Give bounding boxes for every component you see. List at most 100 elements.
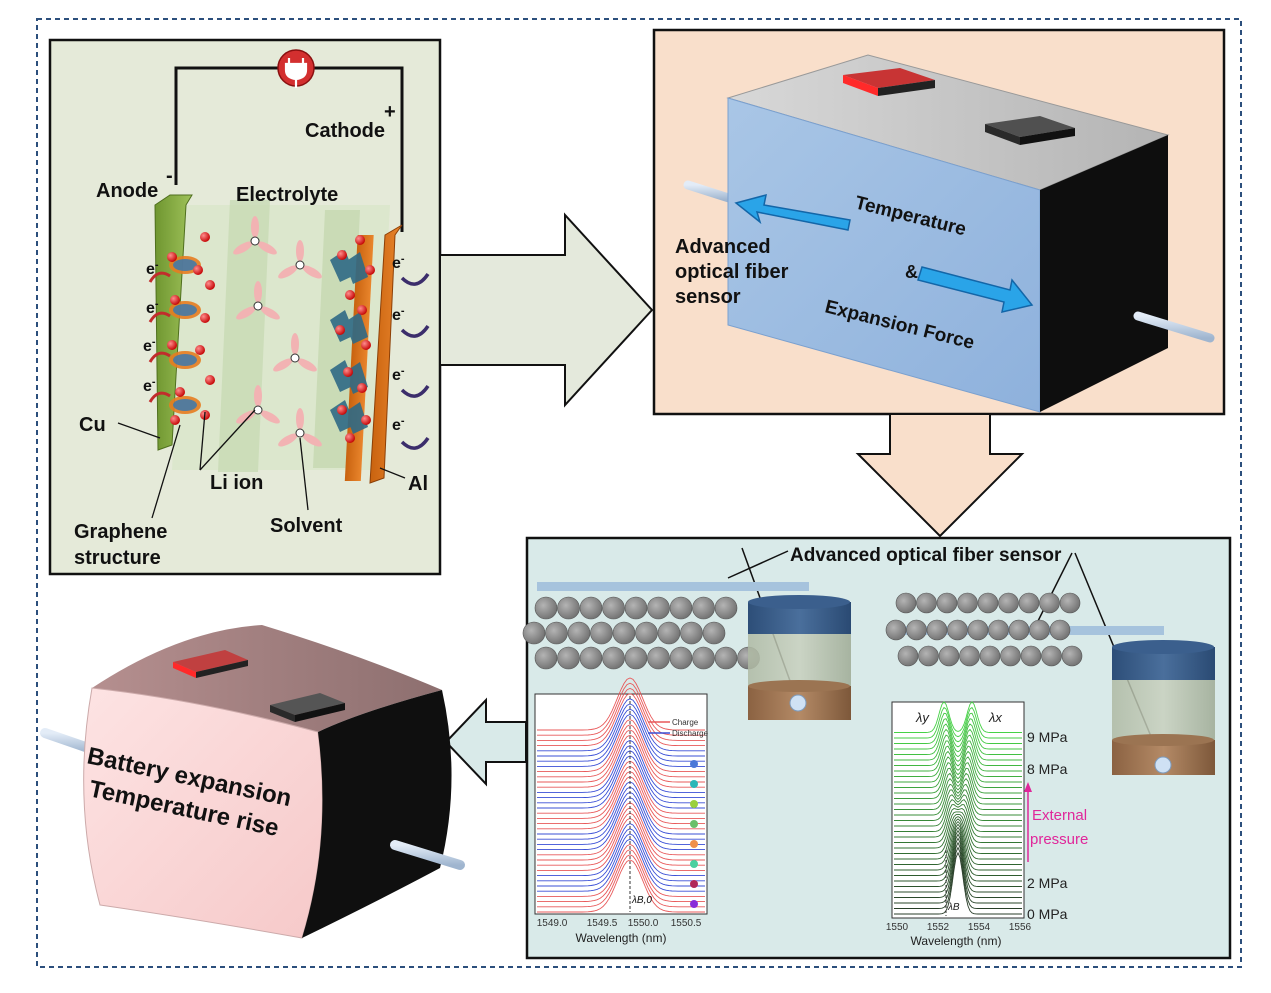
pressure-spectrum-line bbox=[894, 723, 1022, 755]
pressure-spectrum-line bbox=[894, 762, 1022, 794]
fbg-state-dot bbox=[690, 780, 698, 788]
electrode-particle bbox=[579, 596, 603, 620]
fbg-spectrum-line bbox=[537, 838, 705, 892]
graphene-structures bbox=[169, 256, 201, 414]
electron-label: e- bbox=[146, 298, 159, 317]
electrode-particle bbox=[702, 621, 726, 645]
fbg-spectrum-curves bbox=[537, 677, 705, 913]
fbg-spectrum-chart: Charge Discharge λB,0 1549.0 1549.5 1550… bbox=[534, 677, 709, 945]
electrode-particle bbox=[602, 596, 625, 620]
sensor-battery-panel: Temperature & Expansion Force Advanced o… bbox=[652, 28, 1226, 416]
fbg-spectrum-line bbox=[537, 682, 705, 736]
pressure-spectrum-line bbox=[894, 811, 1022, 849]
negative-terminal bbox=[985, 116, 1075, 145]
pressure-spectrum-line bbox=[894, 706, 1022, 739]
pressure-spectrum-curves bbox=[894, 701, 1022, 915]
pressure-spectrum-line bbox=[894, 823, 1022, 876]
fiber-right-swollen bbox=[390, 840, 465, 870]
electrode-particle bbox=[624, 596, 648, 620]
electron-label: e- bbox=[392, 365, 405, 384]
fbg-spectrum-line bbox=[537, 854, 705, 908]
pressure-xticks: 1550 1552 1554 1556 bbox=[886, 922, 1032, 933]
temperature-arrow bbox=[734, 193, 851, 231]
electrode-particle bbox=[967, 619, 989, 641]
fbg-state-dot bbox=[690, 900, 698, 908]
swollen-negative-terminal bbox=[270, 693, 345, 722]
pressure-spectrum-line bbox=[894, 816, 1022, 860]
electrode-particle bbox=[979, 645, 1001, 667]
pressure-spectrum-line bbox=[894, 818, 1022, 865]
pressure-spectrum-line bbox=[894, 728, 1022, 761]
fbg-xtick: 1550.0 bbox=[628, 918, 659, 929]
lambda-b-label: λB bbox=[947, 902, 960, 913]
pressure-xtick: 1550 bbox=[886, 922, 909, 933]
pressure-spectrum-line bbox=[894, 756, 1022, 788]
electrode-particles-right bbox=[885, 592, 1083, 667]
external-label-1: External bbox=[1032, 807, 1087, 824]
pressure-spectrum-line bbox=[894, 734, 1022, 766]
electrode-particle bbox=[567, 621, 591, 645]
electron-label: e- bbox=[392, 415, 405, 434]
electrode-particle bbox=[669, 646, 693, 670]
swollen-battery: Battery expansion Temperature rise bbox=[40, 625, 465, 939]
electrolyte-label: Electrolyte bbox=[236, 184, 338, 206]
pressure-spectrum-line bbox=[894, 783, 1022, 816]
electrode-particle bbox=[612, 621, 636, 645]
fbg-spectrum-line bbox=[537, 703, 705, 757]
fbg-state-dot bbox=[690, 840, 698, 848]
battery-side-face bbox=[1040, 135, 1168, 412]
pressure-spectrum-line bbox=[894, 712, 1022, 744]
fbg-legend-charge: Charge bbox=[672, 718, 699, 727]
anode-sign: - bbox=[166, 165, 173, 187]
fbg-spectrum-line bbox=[537, 771, 705, 825]
electrode-particle bbox=[647, 596, 670, 620]
sensor-cylinder-2 bbox=[1112, 640, 1215, 775]
flow-arrow-left bbox=[444, 697, 527, 787]
electrode-particle bbox=[959, 645, 980, 667]
fbg-spectrum-line bbox=[537, 760, 705, 814]
fbg-spectrum-line bbox=[537, 729, 705, 783]
pressure-spectrum-line bbox=[894, 750, 1022, 783]
solvent-label: Solvent bbox=[270, 515, 343, 537]
fbg-spectrum-line bbox=[537, 765, 705, 819]
pressure-spectrum-line bbox=[894, 829, 1022, 887]
swollen-side-face bbox=[302, 690, 452, 938]
ampersand-label: & bbox=[905, 262, 918, 282]
pressure-spectrum-line bbox=[894, 813, 1022, 854]
electron-label: e- bbox=[143, 336, 156, 355]
fbg-spectrum-line bbox=[537, 791, 705, 845]
pressure-spectrum-line bbox=[894, 846, 1022, 909]
pressure-spectrum-line bbox=[894, 851, 1022, 915]
fbg-spectrum-line bbox=[537, 739, 705, 793]
electrode-particle bbox=[534, 646, 558, 670]
electrode-particle bbox=[895, 592, 917, 614]
fbg-spectrum-line bbox=[537, 781, 705, 835]
electrode-particle bbox=[998, 592, 1019, 614]
electrode-particle bbox=[957, 592, 978, 614]
cathode-electron-arrows bbox=[400, 272, 430, 450]
electrode-particle bbox=[714, 646, 738, 670]
fbg-spectrum-line bbox=[537, 812, 705, 866]
fiber-right bbox=[1133, 311, 1215, 343]
sensor-cylinder-1 bbox=[748, 595, 851, 720]
pressure-spectrum-chart: λy λx λB 1550 1552 1554 1556 Wavelength … bbox=[886, 701, 1088, 948]
pressure-spectrum-line bbox=[894, 701, 1022, 733]
flow-arrow-right bbox=[439, 212, 654, 408]
electrode-particle bbox=[657, 621, 681, 645]
fbg-spectrum-line bbox=[537, 807, 705, 861]
electrode-particle bbox=[680, 621, 703, 645]
electrode-particle bbox=[692, 646, 715, 670]
electrode-particle bbox=[534, 596, 558, 620]
electrode-particle bbox=[916, 592, 937, 614]
electron-arrows bbox=[148, 271, 171, 403]
electrode-particle bbox=[1049, 619, 1071, 641]
plug-shape bbox=[284, 58, 308, 88]
electrode-particle bbox=[647, 646, 670, 670]
pressure-spectrum-line bbox=[894, 841, 1022, 904]
cu-label: Cu bbox=[79, 414, 106, 436]
fbg-spectrum-line bbox=[537, 802, 705, 856]
al-label: Al bbox=[408, 473, 428, 495]
electrode-particle bbox=[906, 619, 927, 641]
pressure-spectrum-line bbox=[894, 826, 1022, 882]
